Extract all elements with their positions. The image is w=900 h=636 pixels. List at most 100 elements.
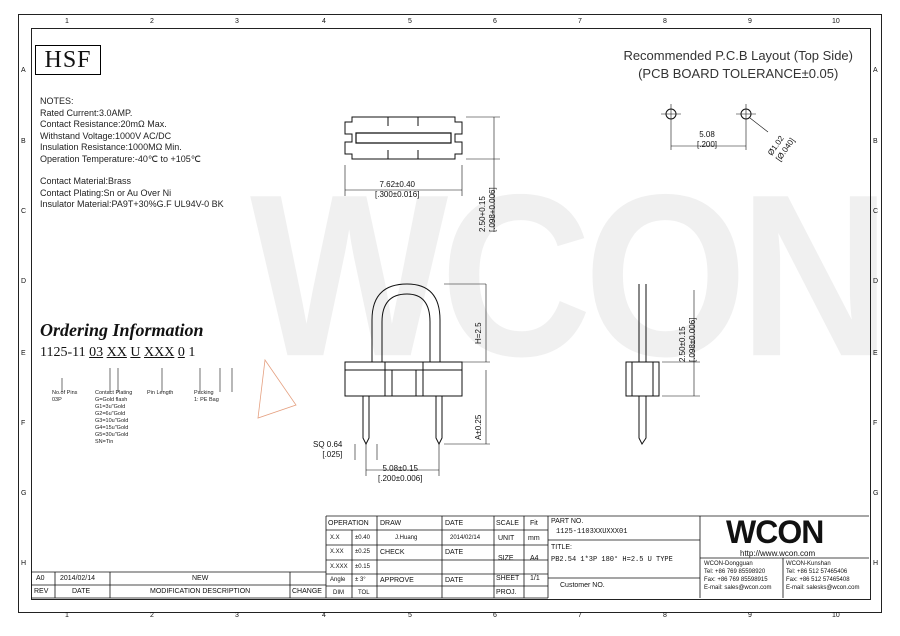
- label-line: No.of Pins: [52, 390, 78, 396]
- tb-scale-val: Fit: [530, 520, 538, 527]
- rev-row-desc: NEW: [192, 575, 209, 582]
- label-plating: Contact Plating G=Gold flash G1=3u"Gold …: [95, 390, 132, 446]
- zone-marker-col: 9: [748, 612, 752, 619]
- dim-top-height: 2.50+0.15 [.098+0.006]: [478, 187, 498, 232]
- tb-sheet-val: 1/1: [530, 575, 540, 582]
- label-line: Contact Plating: [95, 390, 133, 396]
- tb-draw: DRAW: [380, 520, 402, 527]
- tb-unit: UNIT: [498, 535, 515, 542]
- contact-line: WCON-Kunshan: [786, 561, 831, 567]
- note-line: Insulator Material:PA9T+30%G.F UL94V-0 B…: [40, 199, 224, 209]
- zone-marker-row: E: [21, 350, 26, 357]
- zone-marker-col: 8: [663, 612, 667, 619]
- dim-text: 7.62±0.40: [379, 180, 415, 189]
- label-packing: Packing 1: PE Bag: [194, 390, 219, 404]
- zone-marker-col: 3: [235, 18, 239, 25]
- tb-tol: X.XX: [330, 549, 344, 555]
- zone-marker-row: A: [873, 67, 878, 74]
- tb-check-date: DATE: [445, 549, 464, 556]
- note-line: Withstand Voltage:1000V AC/DC: [40, 130, 172, 141]
- tb-sheet: SHEET: [496, 575, 520, 582]
- tb-size: SIZE: [498, 555, 514, 562]
- zone-marker-col: 10: [832, 612, 840, 619]
- label-line: G3=10u"Gold: [95, 418, 129, 424]
- zone-marker-col: 1: [65, 18, 69, 25]
- note-line: Contact Material:Brass: [40, 176, 132, 186]
- tb-size-val: A4: [530, 555, 539, 562]
- dim-text: [.025]: [322, 450, 343, 459]
- zone-marker-row: G: [873, 490, 879, 497]
- tb-unit-val: mm: [528, 535, 540, 542]
- ordering-leaders: [61, 368, 233, 392]
- contact-dongguan: WCON-Dongguan Tel: +86 769 85598920 Fax:…: [704, 560, 771, 592]
- dim-top-width: 7.62±0.40 [.300±0.016]: [375, 180, 419, 200]
- zone-marker-col: 4: [322, 18, 326, 25]
- zone-marker-row: F: [21, 420, 26, 427]
- label-pin-length: Pin Length: [147, 390, 173, 397]
- note-line: Contact Plating:Sn or Au Over Ni: [40, 187, 172, 198]
- part-code: 1125-11 03 XX U XXX 0 1: [40, 345, 195, 361]
- zone-marker-col: 9: [748, 18, 752, 25]
- part-code-pins: 03: [89, 345, 104, 360]
- tb-tol: ±0.25: [355, 549, 370, 555]
- label-line: G5=30u"Gold: [95, 432, 129, 438]
- drawing-outer-frame: [18, 14, 882, 613]
- label-line: 03P: [52, 397, 62, 403]
- tb-draw-date: 2014/02/14: [450, 535, 481, 541]
- layout-title-line2: (PCB BOARD TOLERANCE±0.05): [638, 66, 839, 81]
- tb-customer-no: Customer NO.: [560, 582, 605, 589]
- wcon-logo: WCON: [726, 514, 824, 550]
- orientation-triangle: [257, 358, 297, 419]
- tb-proj: PROJ.: [496, 589, 517, 596]
- dim-text: 2.50±0.15: [678, 326, 687, 362]
- tb-tol: DIM: [333, 590, 344, 596]
- contact-line: Fax: +86 512 57465408: [786, 577, 850, 583]
- zone-marker-row: C: [873, 208, 879, 215]
- tb-tol: Angle: [330, 577, 346, 583]
- top-view-connector: [344, 116, 500, 232]
- zone-marker-row: D: [21, 278, 27, 285]
- rev-row-rev: A0: [36, 575, 45, 582]
- dim-pcb-pitch: 5.08 [.200]: [697, 130, 717, 150]
- tb-tol: X.X: [330, 535, 340, 541]
- tb-check: CHECK: [380, 549, 405, 556]
- dim-sq: SQ 0.64 [.025]: [313, 440, 342, 460]
- contact-line: WCON-Dongguan: [704, 561, 753, 567]
- layout-title: Recommended P.C.B Layout (Top Side) (PCB…: [623, 47, 853, 83]
- zone-marker-row: H: [21, 560, 27, 567]
- zone-marker-col: 5: [408, 18, 412, 25]
- zone-marker-row: E: [873, 350, 878, 357]
- zone-marker-row: G: [21, 490, 27, 497]
- note-line: Contact Resistance:20mΩ Max.: [40, 119, 167, 129]
- dim-text: [.300±0.016]: [375, 190, 420, 199]
- contact-line: Tel: +86 769 85598920: [704, 569, 766, 575]
- dim-pitch: 5.08±0.15 [.200±0.006]: [378, 464, 422, 484]
- title-block-grid: [31, 515, 869, 599]
- zone-marker-col: 2: [150, 612, 154, 619]
- ordering-title: Ordering Information: [40, 320, 204, 340]
- tb-scale: SCALE: [496, 520, 519, 527]
- rev-header-change: CHANGE: [292, 588, 322, 595]
- zone-marker-col: 7: [578, 18, 582, 25]
- notes-block: NOTES: Rated Current:3.0AMP. Contact Res…: [40, 96, 224, 211]
- dim-a: A±0.25: [474, 414, 483, 440]
- dim-text: [.098±0.006]: [688, 317, 697, 362]
- zone-marker-col: 4: [322, 612, 326, 619]
- zone-marker-col: 3: [235, 612, 239, 619]
- zone-marker-col: 6: [493, 612, 497, 619]
- tb-part-no: 1125-1103XXUXXX01: [556, 528, 628, 536]
- tb-operation: OPERATION: [328, 520, 369, 527]
- rev-header-rev: REV: [34, 588, 49, 595]
- zone-marker-col: 7: [578, 612, 582, 619]
- label-line: G=Gold flash: [95, 397, 128, 403]
- contact-line: Tel: +86 512 57465406: [786, 569, 848, 575]
- zone-marker-col: 6: [493, 18, 497, 25]
- label-line: G4=15u"Gold: [95, 425, 129, 431]
- label-line: Pin Length: [147, 390, 174, 396]
- hsf-logo: HSF: [35, 45, 101, 75]
- label-line: SN=Tin: [95, 439, 114, 445]
- label-line: G1=3u"Gold: [95, 404, 126, 410]
- part-code-suffix: 1: [188, 345, 196, 360]
- label-line: Packing: [194, 390, 214, 396]
- pcb-layout: [661, 104, 769, 150]
